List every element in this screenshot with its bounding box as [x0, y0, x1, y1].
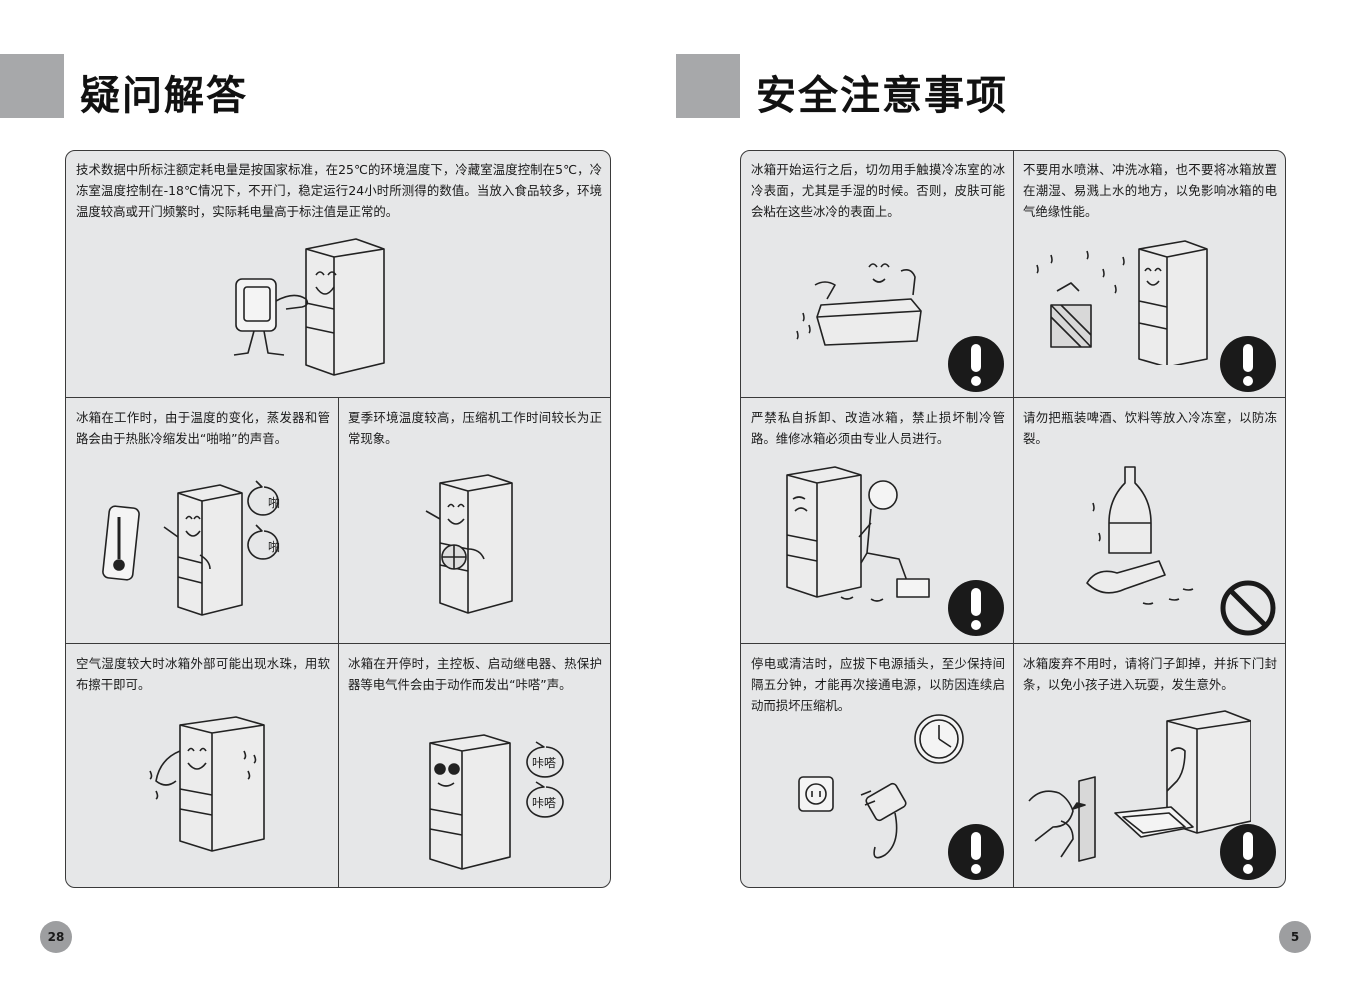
faq-panel: 技术数据中所标注额定耗电量是按国家标准，在25℃的环境温度下，冷藏室温度控制在5… — [65, 150, 611, 888]
safety-item-remove-door: 冰箱废弃不用时，请将门子卸掉，并拆下门封条，以免小孩子进入玩耍，发生意外。 — [1023, 653, 1277, 885]
faq-item-popping-sound: 冰箱在工作时，由于温度的变化，蒸发器和管路会由于热胀冷缩发出“啪啪”的声音。 啪 — [76, 407, 330, 639]
faq-item-power-consumption: 技术数据中所标注额定耗电量是按国家标准，在25℃的环境温度下，冷藏室温度控制在5… — [76, 159, 602, 395]
safety-panel: 冰箱开始运行之后，切勿用手触摸冷冻室的冰冷表面，尤其是手湿的时候。否则，皮肤可能… — [740, 150, 1286, 888]
safety-text: 严禁私自拆卸、改造冰箱，禁止损坏制冷管路。维修冰箱必须由专业人员进行。 — [751, 410, 1005, 446]
right-page: 安全注意事项 冰箱开始运行之后，切勿用手触摸冷冻室的冰冷表面，尤其是手湿的时候。… — [676, 0, 1352, 992]
safety-text: 冰箱废弃不用时，请将门子卸掉，并拆下门封条，以免小孩子进入玩耍，发生意外。 — [1023, 656, 1277, 692]
faq-text: 空气湿度较大时冰箱外部可能出现水珠，用软布擦干即可。 — [76, 656, 330, 692]
warning-exclamation-icon — [948, 336, 1004, 392]
plug-clock-illustration — [798, 714, 964, 859]
prohibition-icon — [1220, 580, 1276, 636]
warning-exclamation-icon — [948, 824, 1004, 880]
safety-text: 不要用水喷淋、冲洗冰箱，也不要将冰箱放置在潮湿、易溅上水的地方，以免影响冰箱的电… — [1023, 162, 1277, 219]
faq-item-summer-compressor: 夏季环境温度较高，压缩机工作时间较长为正常现象。 — [348, 407, 602, 639]
title-marker — [676, 54, 740, 118]
faq-text: 技术数据中所标注额定耗电量是按国家标准，在25℃的环境温度下，冷藏室温度控制在5… — [76, 162, 602, 219]
person-disassembling-fridge-illustration — [786, 466, 930, 602]
left-page: 疑问解答 技术数据中所标注额定耗电量是按国家标准，在25℃的环境温度下，冷藏室温… — [0, 54, 611, 953]
faq-text: 夏季环境温度较高，压缩机工作时间较长为正常现象。 — [348, 410, 602, 446]
title-marker — [0, 54, 64, 118]
warning-exclamation-icon — [1220, 824, 1276, 880]
fridge-click-illustration: 咔嗒 咔嗒 — [429, 734, 564, 870]
page-title: 安全注意事项 — [756, 73, 1008, 119]
click-sound-label: 咔嗒 — [532, 796, 556, 810]
faq-item-click-sound: 冰箱在开停时，主控板、启动继电器、热保护器等电气件会由于动作而发出“咔嗒”声。 … — [348, 653, 602, 885]
fridge-water-spray-illustration — [1036, 240, 1208, 365]
safety-text: 请勿把瓶装啤酒、饮料等放入冷冻室，以防冻裂。 — [1023, 410, 1277, 446]
warning-exclamation-icon — [948, 580, 1004, 636]
safety-item-no-water-spray: 不要用水喷淋、冲洗冰箱，也不要将冰箱放置在潮湿、易溅上水的地方，以免影响冰箱的电… — [1023, 159, 1277, 395]
click-sound-label: 咔嗒 — [532, 756, 556, 770]
ice-tray-hands-illustration — [796, 263, 922, 346]
fridge-sweating-illustration — [425, 474, 513, 614]
safety-item-no-bottles-in-freezer: 请勿把瓶装啤酒、饮料等放入冷冻室，以防冻裂。 — [1023, 407, 1277, 639]
safety-item-unplug-wait: 停电或清洁时，应拔下电源插头，至少保持间隔五分钟，才能再次接通电源，以防因连续启… — [751, 653, 1005, 885]
faq-text: 冰箱在工作时，由于温度的变化，蒸发器和管路会由于热胀冷缩发出“啪啪”的声音。 — [76, 410, 330, 446]
warning-exclamation-icon — [1220, 336, 1276, 392]
page-number: 5 — [1279, 921, 1311, 953]
pop-sound-label: 啪 — [268, 539, 280, 554]
fridge-plug-illustration — [233, 238, 385, 376]
page-number: 28 — [40, 921, 72, 953]
faq-text: 冰箱在开停时，主控板、启动继电器、热保护器等电气件会由于动作而发出“咔嗒”声。 — [348, 656, 602, 692]
safety-item-no-disassembly: 严禁私自拆卸、改造冰箱，禁止损坏制冷管路。维修冰箱必须由专业人员进行。 — [751, 407, 1005, 639]
fridge-thermometer-illustration: 啪 啪 — [102, 480, 280, 616]
pop-sound-label: 啪 — [268, 495, 280, 510]
safety-item-frozen-surface: 冰箱开始运行之后，切勿用手触摸冷冻室的冰冷表面，尤其是手湿的时候。否则，皮肤可能… — [751, 159, 1005, 395]
safety-text: 停电或清洁时，应拔下电源插头，至少保持间隔五分钟，才能再次接通电源，以防因连续启… — [751, 656, 1005, 713]
safety-text: 冰箱开始运行之后，切勿用手触摸冷冻室的冰冷表面，尤其是手湿的时候。否则，皮肤可能… — [751, 162, 1005, 219]
faq-item-condensation: 空气湿度较大时冰箱外部可能出现水珠，用软布擦干即可。 — [76, 653, 330, 885]
remove-door-illustration — [1028, 710, 1251, 862]
fridge-wiping-illustration — [149, 716, 265, 852]
broken-bottle-illustration — [1086, 466, 1194, 605]
page-title: 疑问解答 — [80, 73, 248, 119]
